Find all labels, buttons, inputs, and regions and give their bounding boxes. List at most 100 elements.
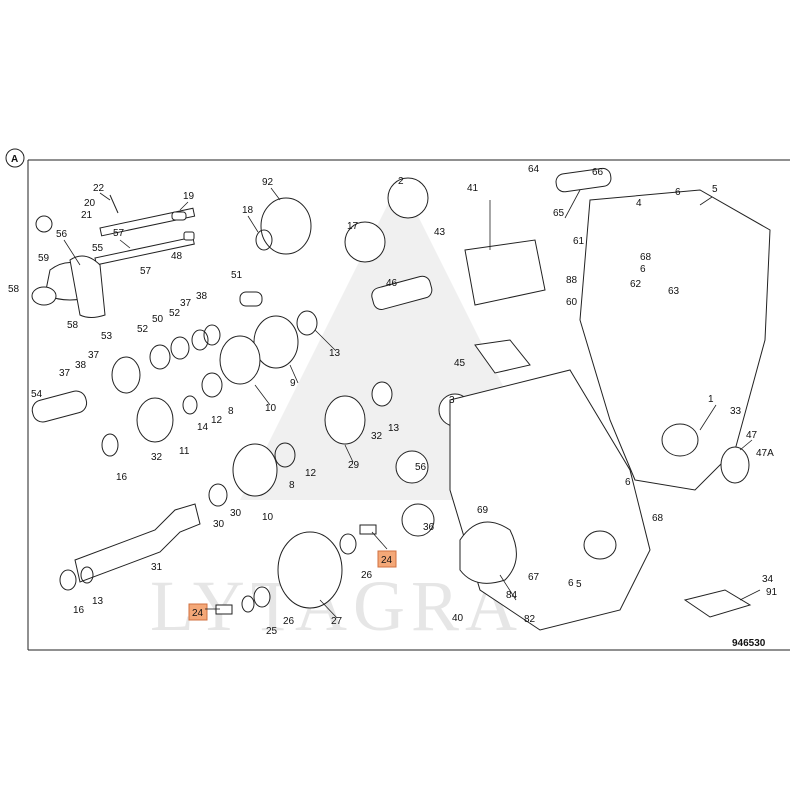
callout-37-mid: 37 (88, 350, 100, 361)
callout-65: 65 (553, 208, 565, 219)
grease-tube (371, 275, 433, 310)
callout-4: 4 (636, 198, 642, 209)
callout-33: 33 (730, 406, 742, 417)
callout-14: 14 (197, 422, 209, 433)
rear-housing (579, 189, 771, 491)
detent-screw (109, 194, 119, 214)
callout-26-upper: 26 (361, 570, 373, 581)
callout-30-left: 30 (213, 519, 225, 530)
callout-32-right: 32 (371, 431, 383, 442)
grease-tube-body (371, 275, 433, 310)
callout-59: 59 (38, 253, 50, 264)
callout-34: 34 (762, 574, 774, 585)
callout-13-lower: 13 (92, 596, 104, 607)
gear-10-upper (219, 335, 261, 385)
callout-12-lower: 12 (305, 468, 317, 479)
ring-92 (260, 197, 312, 255)
callout-31: 31 (151, 562, 163, 573)
callout-68-top: 68 (640, 252, 652, 263)
callout-88: 88 (566, 275, 578, 286)
callout-91: 91 (766, 587, 778, 598)
callout-19: 19 (183, 191, 195, 202)
ring-37 (203, 324, 221, 346)
washer-26-upper (339, 533, 357, 555)
callout-56-top: 56 (56, 229, 68, 240)
ring-30 (208, 483, 228, 507)
shaft-54 (31, 390, 88, 423)
callout-6-top: 6 (675, 187, 681, 198)
callout-56-bubble: 56 (415, 462, 427, 473)
pump-84 (459, 521, 517, 584)
bearing-8-lower (274, 442, 296, 468)
bearing-8-upper (201, 372, 223, 398)
callout-52-lower: 52 (137, 324, 149, 335)
callout-47A: 47A (756, 448, 774, 459)
gear-11 (136, 397, 174, 443)
callout-10-lower: 10 (262, 512, 274, 523)
callout-63: 63 (668, 286, 680, 297)
washer-25 (241, 595, 255, 613)
callout-58-bottom: 58 (67, 320, 79, 331)
fork-pad (31, 286, 57, 306)
callout-6-right: 6 (625, 477, 631, 488)
callout-8-lower: 8 (289, 480, 295, 491)
callout-61: 61 (573, 236, 585, 247)
callout-18: 18 (242, 205, 254, 216)
cover-plate-34 (683, 589, 752, 618)
callout-12-upper: 12 (211, 415, 223, 426)
callout-25: 25 (266, 626, 278, 637)
callout-37-lower: 37 (59, 368, 71, 379)
gear-27 (277, 531, 343, 609)
ring-14 (182, 395, 198, 415)
ring-18 (255, 229, 273, 251)
housing-bore (661, 423, 699, 457)
bolt-24-lower (215, 604, 233, 615)
shift-fork-right (69, 255, 106, 318)
callout-13-mid: 13 (388, 423, 400, 434)
callout-36: 36 (423, 522, 435, 533)
callout-41: 41 (467, 183, 479, 194)
callout-24-upper: 24 (381, 555, 393, 566)
callout-22: 22 (93, 183, 105, 194)
callout-3: 3 (449, 395, 455, 406)
gear-29 (324, 395, 366, 445)
detail-bubble-36 (401, 503, 435, 537)
callout-48: 48 (171, 251, 183, 262)
leader-lines (63, 187, 761, 619)
bush-13-lower (80, 566, 94, 584)
bush-13-mid (371, 381, 393, 407)
gasket-45 (474, 339, 531, 374)
callout-51: 51 (231, 270, 243, 281)
ring-38 (191, 329, 209, 351)
callout-40: 40 (452, 613, 464, 624)
callout-68-right: 68 (652, 513, 664, 524)
callout-21: 21 (81, 210, 93, 221)
ring-16-lower (59, 569, 77, 591)
shift-fork-assembly (31, 194, 196, 318)
callout-55: 55 (92, 243, 104, 254)
bolt-24-upper (359, 524, 377, 535)
callout-38-upper: 38 (196, 291, 208, 302)
callout-6-bottom: 6 (568, 578, 574, 589)
callout-92: 92 (262, 177, 274, 188)
callout-20: 20 (84, 198, 96, 209)
callout-10-upper: 10 (265, 403, 277, 414)
callout-45: 45 (454, 358, 466, 369)
shift-rail-upper (99, 207, 196, 237)
callout-5-bottom: 5 (576, 579, 582, 590)
figure-number: 946530 (732, 638, 766, 649)
callout-67: 67 (528, 572, 540, 583)
callout-53: 53 (101, 331, 113, 342)
callout-16-upper: 16 (116, 472, 128, 483)
gear-9 (253, 315, 299, 369)
callout-69: 69 (477, 505, 489, 516)
callout-82: 82 (524, 614, 536, 625)
callout-24-lower-highlight (188, 603, 208, 621)
callout-27: 27 (331, 616, 343, 627)
callout-52-upper: 52 (169, 308, 181, 319)
callout-46: 46 (386, 278, 398, 289)
callout-9: 9 (290, 378, 296, 389)
housing-assembly (449, 167, 771, 631)
callout-60: 60 (566, 297, 578, 308)
callout-84: 84 (506, 590, 518, 601)
